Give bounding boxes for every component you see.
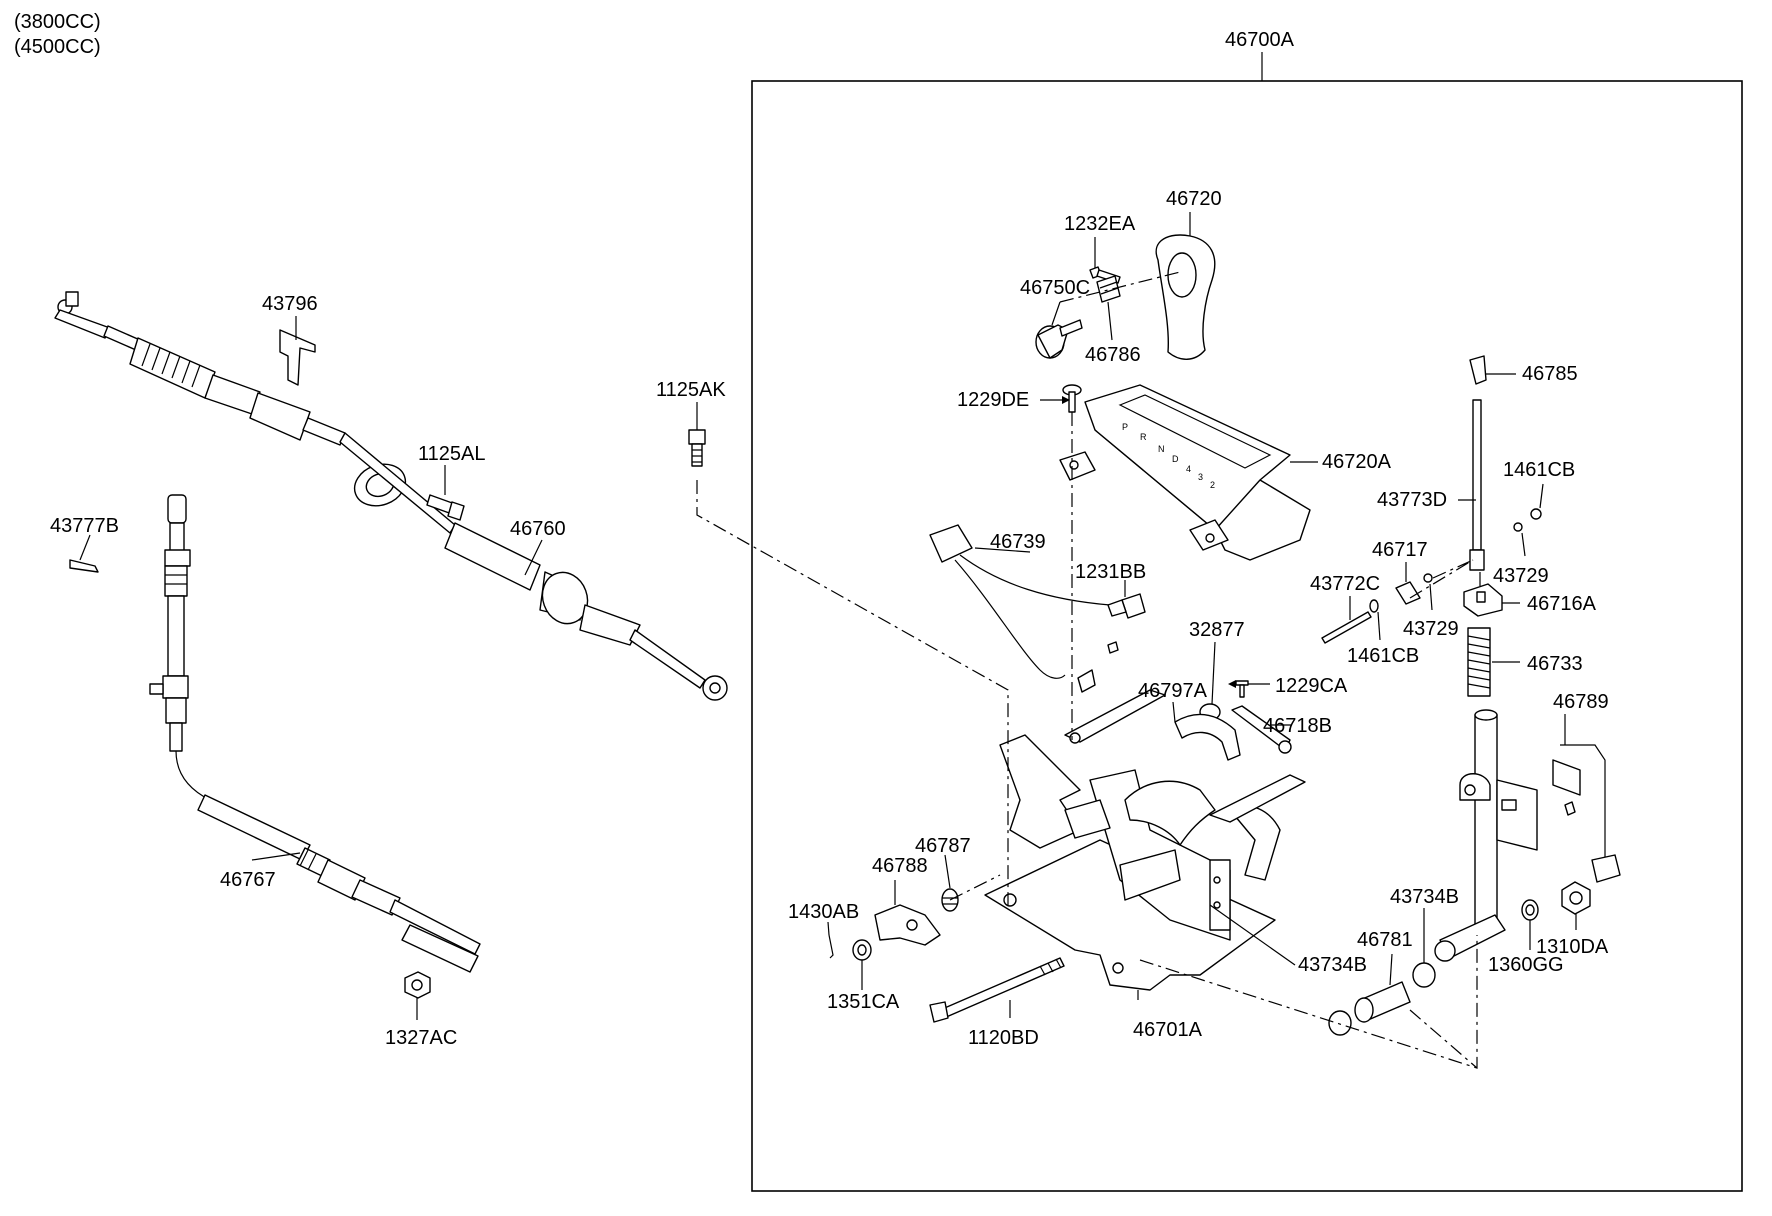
control-cable-46767[interactable]	[149, 494, 481, 973]
cam-46788[interactable]	[874, 904, 941, 946]
collar-46781[interactable]	[1354, 981, 1411, 1023]
callout-1232EA[interactable]: 1232EA	[1064, 213, 1136, 235]
sensor-1231BB[interactable]	[1107, 593, 1146, 654]
callout-46797A[interactable]: 46797A	[1138, 680, 1208, 702]
callout-46720A[interactable]: 46720A	[1322, 451, 1392, 473]
callout-46716A[interactable]: 46716A	[1527, 593, 1597, 615]
callout-43729-lower[interactable]: 43729	[1403, 618, 1459, 640]
spring-46733[interactable]	[1467, 627, 1491, 697]
svg-text:4: 4	[1186, 464, 1191, 474]
callout-43773D[interactable]: 43773D	[1377, 489, 1447, 511]
callout-1327AC[interactable]: 1327AC	[385, 1027, 457, 1049]
callout-43734B-upper[interactable]: 43734B	[1390, 886, 1459, 908]
pin-46717[interactable]	[1395, 581, 1421, 605]
washer-1351CA[interactable]	[852, 939, 872, 961]
reference-line-46787	[949, 874, 1001, 901]
svg-text:D: D	[1172, 454, 1179, 464]
callout-1125AK[interactable]: 1125AK	[656, 379, 726, 401]
callout-46739[interactable]: 46739	[990, 531, 1046, 553]
screw-1229DE[interactable]	[1062, 384, 1082, 413]
e-ring-1461CB-upper[interactable]	[1530, 508, 1542, 520]
callout-46720[interactable]: 46720	[1166, 188, 1222, 210]
pin-1430AB[interactable]	[828, 934, 834, 959]
indicator-housing-46720A[interactable]: P R N D 4 3 2	[1059, 384, 1311, 561]
nut-1310DA[interactable]	[1561, 881, 1591, 915]
wiring-harness-46739[interactable]	[929, 524, 1111, 693]
callout-1461CB-lower[interactable]: 1461CB	[1347, 645, 1419, 667]
callout-1125AL[interactable]: 1125AL	[418, 443, 485, 465]
callout-43734B-lower[interactable]: 43734B	[1298, 954, 1367, 976]
callout-46781[interactable]: 46781	[1357, 929, 1413, 951]
reference-line-46781	[1409, 1009, 1478, 1069]
leader-arrows	[1062, 396, 1236, 688]
callout-1310DA[interactable]: 1310DA	[1536, 936, 1609, 958]
shift-cable-46760[interactable]	[54, 291, 728, 701]
callout-46701A[interactable]: 46701A	[1133, 1019, 1203, 1041]
reference-line-1125AK	[696, 480, 1009, 905]
washer-43729-lower[interactable]	[1423, 573, 1433, 583]
bolt-1120BD[interactable]	[929, 957, 1065, 1023]
callout-46786[interactable]: 46786	[1085, 344, 1141, 366]
callout-1231BB[interactable]: 1231BB	[1075, 561, 1146, 583]
callout-46760[interactable]: 46760	[510, 518, 566, 540]
switch-46789[interactable]	[1552, 744, 1621, 883]
assembly-label[interactable]: 46700A	[1225, 29, 1295, 51]
bushing-43734B-lower[interactable]	[1328, 1010, 1352, 1036]
callout-46733[interactable]: 46733	[1527, 653, 1583, 675]
svg-text:P: P	[1122, 422, 1128, 432]
callout-1229CA[interactable]: 1229CA	[1275, 675, 1348, 697]
bracket-46797A[interactable]	[1174, 713, 1241, 761]
svg-text:2: 2	[1210, 480, 1215, 490]
callout-46785[interactable]: 46785	[1522, 363, 1578, 385]
svg-text:N: N	[1158, 444, 1165, 454]
callout-43729-upper[interactable]: 43729	[1493, 565, 1549, 587]
select-shaft[interactable]	[1434, 709, 1538, 962]
nut-1327AC[interactable]	[404, 971, 431, 999]
callout-46787[interactable]: 46787	[915, 835, 971, 857]
base-bracket-46701A[interactable]	[984, 689, 1306, 991]
callout-46718B[interactable]: 46718B	[1263, 715, 1332, 737]
callout-46767[interactable]: 46767	[220, 869, 276, 891]
bushing-43734B-upper[interactable]	[1412, 962, 1436, 988]
callout-46788[interactable]: 46788	[872, 855, 928, 877]
callout-1229DE[interactable]: 1229DE	[957, 389, 1029, 411]
washer-43729-upper[interactable]	[1513, 522, 1523, 532]
lever-46718B[interactable]	[1231, 705, 1292, 754]
callout-1351CA[interactable]: 1351CA	[827, 991, 900, 1013]
callout-1360GG[interactable]: 1360GG	[1488, 954, 1564, 976]
callout-46789[interactable]: 46789	[1553, 691, 1609, 713]
e-ring-1461CB-lower[interactable]	[1369, 599, 1379, 613]
clip-46716A[interactable]	[1463, 583, 1503, 617]
callout-43796[interactable]: 43796	[262, 293, 318, 315]
detent-rod-43773D[interactable]	[1469, 355, 1487, 571]
callout-43772C[interactable]: 43772C	[1310, 573, 1380, 595]
engine-variant-4500: (4500CC)	[14, 36, 101, 58]
screw-1229CA[interactable]	[1235, 680, 1249, 698]
pin-43777B[interactable]	[69, 559, 99, 573]
washer-1360GG[interactable]	[1521, 899, 1539, 921]
svg-text:R: R	[1140, 432, 1147, 442]
bolt-1125AK[interactable]	[688, 429, 706, 467]
shift-knob-46720[interactable]	[1155, 234, 1216, 360]
button-46750C[interactable]	[1035, 319, 1083, 359]
leader-lines	[79, 212, 1577, 1020]
engine-variant-3800: (3800CC)	[14, 11, 101, 33]
callout-1120BD[interactable]: 1120BD	[968, 1027, 1039, 1049]
callout-46750C[interactable]: 46750C	[1020, 277, 1090, 299]
pin-43772C[interactable]	[1321, 611, 1372, 644]
reference-line-46717	[1409, 559, 1474, 599]
callout-1461CB-upper[interactable]: 1461CB	[1503, 459, 1575, 481]
callout-46717[interactable]: 46717	[1372, 539, 1428, 561]
spring-46786[interactable]	[1096, 275, 1121, 303]
callout-32877[interactable]: 32877	[1189, 619, 1245, 641]
svg-text:3: 3	[1198, 472, 1203, 482]
callout-43777B[interactable]: 43777B	[50, 515, 119, 537]
clip-43796[interactable]	[279, 329, 316, 386]
reference-line-knob	[1059, 271, 1181, 303]
bolt-1125AL[interactable]	[426, 494, 465, 521]
callout-1430AB[interactable]: 1430AB	[788, 901, 859, 923]
assembly-frame	[751, 80, 1743, 1192]
